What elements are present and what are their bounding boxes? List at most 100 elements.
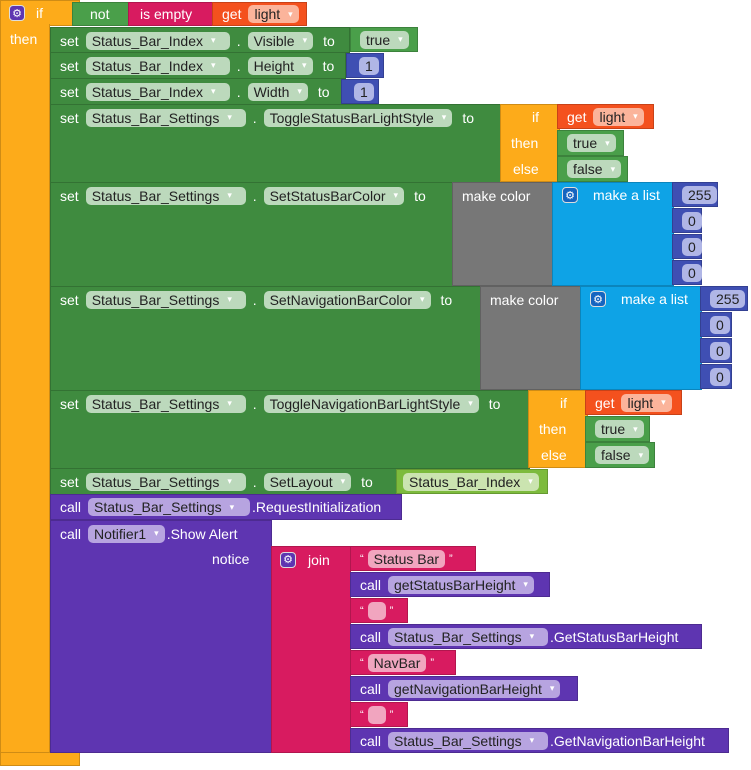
to-label: to xyxy=(322,57,335,74)
variable-dropdown[interactable]: light▾ xyxy=(593,107,644,126)
property-dropdown[interactable]: Width▾ xyxy=(247,82,308,101)
join-block[interactable]: ⚙join xyxy=(271,546,351,753)
number-field[interactable]: 0 xyxy=(710,367,730,386)
component-dropdown[interactable]: Status_Bar_Settings▾ xyxy=(85,108,246,127)
number-block[interactable]: 0 xyxy=(672,208,702,233)
text-block[interactable]: “” xyxy=(350,598,408,623)
number-block[interactable]: 255 xyxy=(672,182,718,207)
procedure-dropdown[interactable]: getNavigationBarHeight▾ xyxy=(388,679,561,698)
number-field[interactable]: 255 xyxy=(710,289,746,308)
number-field[interactable]: 1 xyxy=(359,56,379,75)
property-dropdown[interactable]: SetNavigationBarColor▾ xyxy=(263,290,431,309)
boolean-dropdown[interactable]: true▾ xyxy=(567,134,616,152)
false-block[interactable]: false▾ xyxy=(585,442,655,468)
component-dropdown[interactable]: Status_Bar_Index▾ xyxy=(403,472,539,491)
boolean-dropdown[interactable]: false▾ xyxy=(567,160,622,178)
number-block[interactable]: 0 xyxy=(672,234,702,259)
number-block[interactable]: 0 xyxy=(672,260,702,285)
number-block[interactable]: 255 xyxy=(700,286,748,311)
boolean-dropdown[interactable]: false▾ xyxy=(595,446,650,464)
component-dropdown[interactable]: Status_Bar_Settings▾ xyxy=(85,290,246,309)
true-block[interactable]: true▾ xyxy=(350,27,418,52)
variable-dropdown[interactable]: light▾ xyxy=(621,393,672,412)
component-dropdown[interactable]: Status_Bar_Settings▾ xyxy=(85,394,246,413)
text-field[interactable]: Status Bar xyxy=(367,549,446,568)
number-field[interactable]: 0 xyxy=(682,237,702,256)
make-color-block[interactable]: make color xyxy=(452,182,554,286)
component-dropdown[interactable]: Status_Bar_Index▾ xyxy=(85,56,230,75)
boolean-dropdown[interactable]: true▾ xyxy=(360,30,409,49)
component-dropdown[interactable]: Status_Bar_Settings▾ xyxy=(388,731,549,750)
number-field[interactable]: 255 xyxy=(682,185,718,204)
component-dropdown[interactable]: Status_Bar_Settings▾ xyxy=(85,186,246,205)
number-block[interactable]: 1 xyxy=(346,53,384,78)
property-dropdown[interactable]: Height▾ xyxy=(247,56,313,75)
text-block[interactable]: “” xyxy=(350,702,408,727)
true-block[interactable]: true▾ xyxy=(557,130,624,156)
text-field[interactable] xyxy=(367,705,386,724)
text-block[interactable]: “Status Bar” xyxy=(350,546,476,571)
variable-dropdown[interactable]: light▾ xyxy=(248,5,299,23)
property-dropdown[interactable]: Visible▾ xyxy=(247,31,314,50)
inline-if-block[interactable] xyxy=(500,104,560,182)
text-field[interactable]: NavBar xyxy=(367,653,427,672)
gear-icon[interactable]: ⚙ xyxy=(280,551,296,568)
number-block[interactable]: 0 xyxy=(700,338,732,363)
true-block[interactable]: true▾ xyxy=(585,416,650,442)
method-label: .Show Alert xyxy=(166,525,238,542)
make-list-block[interactable]: ⚙make a list xyxy=(580,286,702,390)
number-field[interactable]: 0 xyxy=(710,341,730,360)
gear-icon[interactable]: ⚙ xyxy=(562,187,578,203)
property-dropdown[interactable]: ToggleNavigationBarLightStyle▾ xyxy=(263,394,479,413)
false-block[interactable]: false▾ xyxy=(557,156,628,182)
text-block[interactable]: “NavBar” xyxy=(350,650,456,675)
property-dropdown[interactable]: SetStatusBarColor▾ xyxy=(263,186,405,205)
number-block[interactable]: 0 xyxy=(700,364,732,389)
inline-if-block[interactable] xyxy=(528,390,588,468)
number-field[interactable]: 0 xyxy=(682,263,702,282)
component-block[interactable]: Status_Bar_Index▾ xyxy=(396,469,548,494)
number-block[interactable]: 1 xyxy=(341,79,379,104)
component-dropdown[interactable]: Status_Bar_Index▾ xyxy=(85,31,230,50)
component-dropdown[interactable]: Status_Bar_Settings▾ xyxy=(388,627,549,646)
gear-icon[interactable]: ⚙ xyxy=(590,291,606,307)
component-dropdown[interactable]: Status_Bar_Settings▾ xyxy=(88,498,251,516)
not-block[interactable]: not xyxy=(72,2,130,26)
component-dropdown[interactable]: Status_Bar_Index▾ xyxy=(85,82,230,101)
component-dropdown[interactable]: Status_Bar_Settings▾ xyxy=(85,472,246,491)
gear-icon[interactable]: ⚙ xyxy=(9,5,25,21)
property-dropdown[interactable]: SetLayout▾ xyxy=(263,472,352,491)
make-list-block[interactable]: ⚙make a list xyxy=(552,182,674,286)
then-label: then xyxy=(10,31,38,47)
number-field[interactable]: 1 xyxy=(354,82,374,101)
component-dropdown[interactable]: Notifier1▾ xyxy=(88,524,165,543)
number-field[interactable]: 0 xyxy=(682,211,702,230)
boolean-dropdown[interactable]: true▾ xyxy=(595,420,644,438)
property-dropdown[interactable]: ToggleStatusBarLightStyle▾ xyxy=(263,108,453,127)
is-empty-block[interactable]: is empty xyxy=(128,2,214,26)
procedure-dropdown[interactable]: getStatusBarHeight▾ xyxy=(388,575,534,594)
make-color-block[interactable]: make color xyxy=(480,286,582,390)
to-label: to xyxy=(488,395,501,412)
number-block[interactable]: 0 xyxy=(700,312,732,337)
number-field[interactable]: 0 xyxy=(710,315,730,334)
set-label: set xyxy=(60,395,79,412)
text-field[interactable] xyxy=(367,601,386,620)
